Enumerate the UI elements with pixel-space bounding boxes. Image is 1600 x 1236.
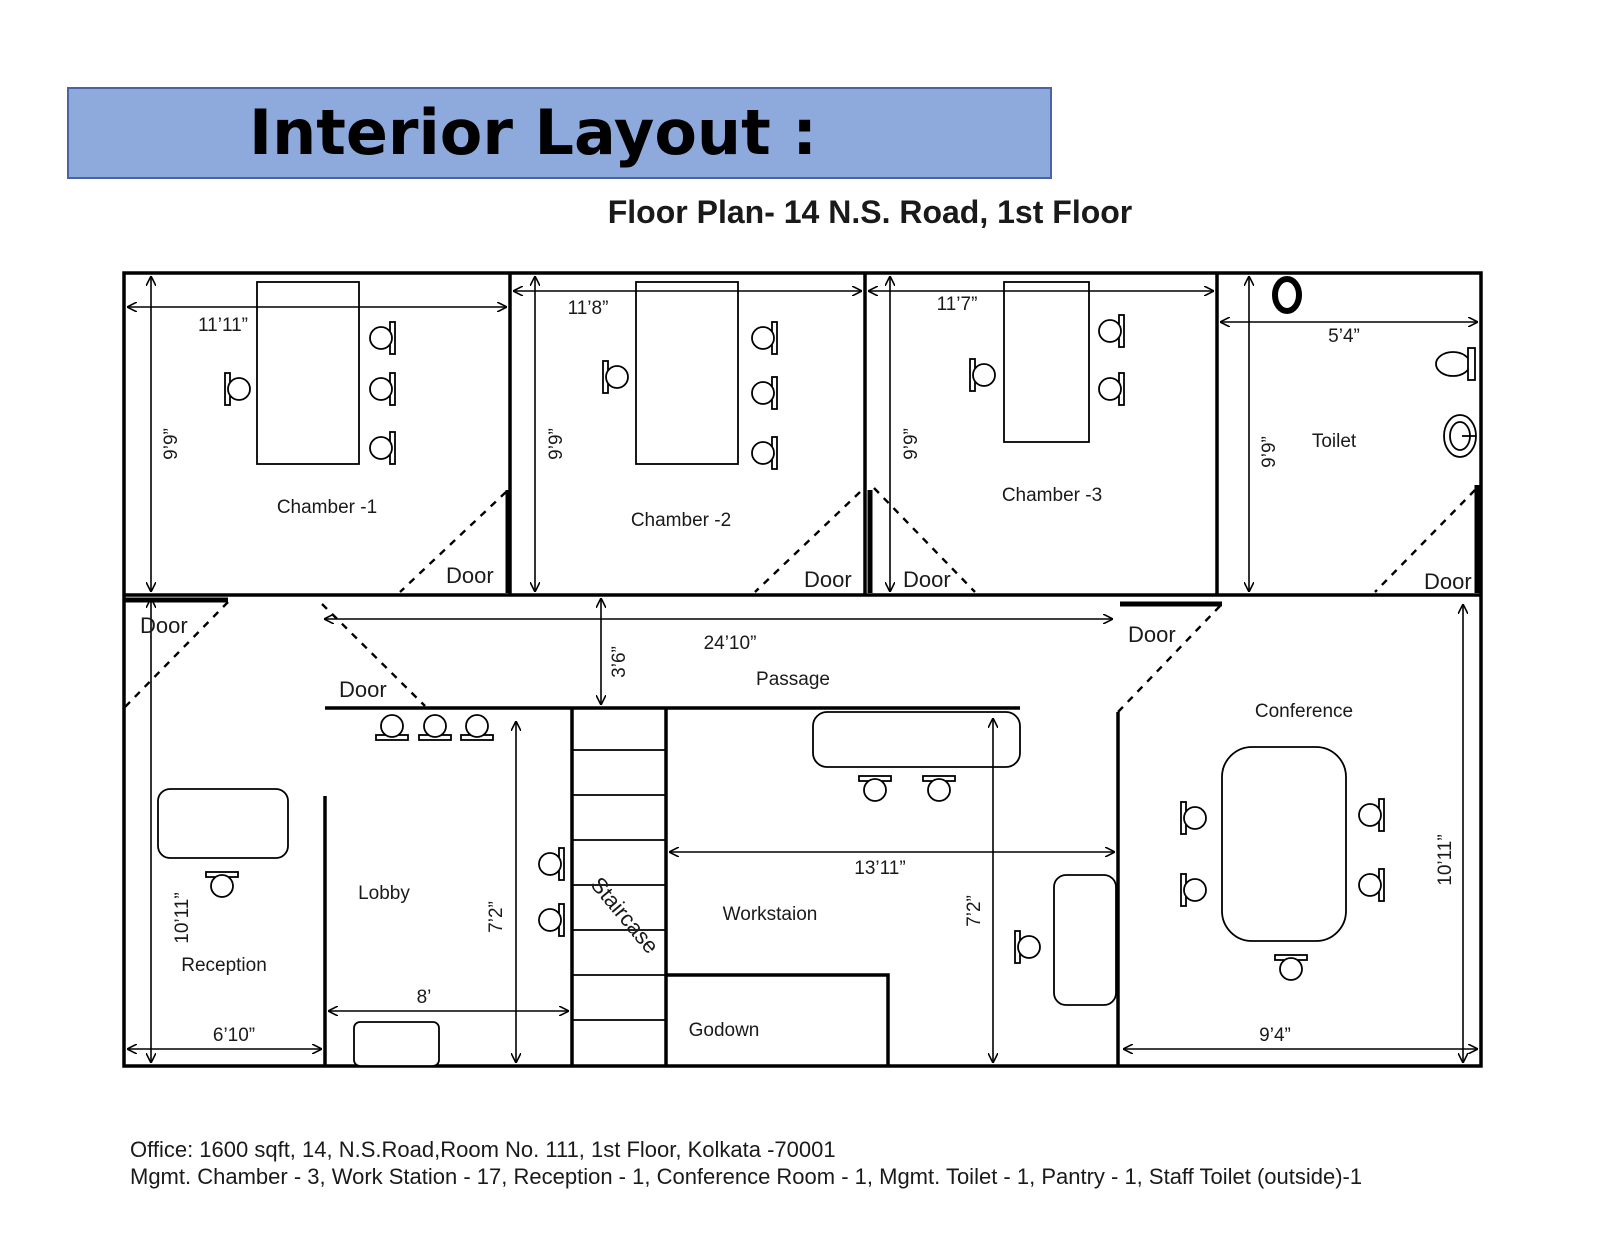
dim-toilet-height: 9’9”	[1259, 436, 1280, 468]
page-title: Interior Layout :	[249, 96, 818, 169]
chamber2-table	[635, 281, 739, 465]
room-label-chamber2: Chamber -2	[631, 510, 731, 531]
toilet-fixtures	[1272, 276, 1477, 458]
toilet-pan-icon	[1272, 276, 1302, 314]
room-label-toilet: Toilet	[1312, 431, 1357, 452]
door-label-reception: Door	[140, 613, 188, 638]
dim-passage-width: 3’6”	[609, 646, 630, 678]
lobby-sofa	[353, 1021, 440, 1067]
door-label-conference: Door	[1128, 622, 1176, 647]
outer-wall	[122, 271, 1483, 1068]
chamber1-table	[256, 281, 360, 465]
wc-icon	[1435, 351, 1471, 377]
door-swings	[123, 487, 1476, 713]
furniture	[157, 281, 1347, 1067]
footer-line-1: Office: 1600 sqft, 14, N.S.Road,Room No.…	[130, 1137, 836, 1162]
room-label-passage: Passage	[756, 669, 830, 690]
room-label-lobby: Lobby	[358, 883, 410, 904]
reception-desk	[157, 788, 289, 859]
dim-conference-height: 10’11”	[1435, 834, 1456, 885]
dim-chamber3-width: 11’7”	[937, 294, 978, 315]
workstation-counter	[812, 711, 1021, 768]
dim-chamber1-width: 11’11”	[198, 315, 248, 336]
conference-table	[1221, 746, 1347, 942]
room-label-godown: Godown	[689, 1020, 760, 1041]
dim-chamber2-height: 9’9”	[546, 428, 567, 460]
dim-chamber3-height: 9’9”	[901, 428, 922, 460]
title-banner: Interior Layout :	[67, 87, 1052, 179]
dim-workstation-height: 7’2”	[964, 895, 985, 927]
dim-lobby-width: 8’	[417, 987, 432, 1008]
dim-chamber1-height: 9’9”	[161, 428, 182, 460]
door-label-toilet: Door	[1424, 569, 1472, 594]
room-label-reception: Reception	[181, 955, 267, 976]
floor-plan-subtitle: Floor Plan- 14 N.S. Road, 1st Floor	[607, 194, 1133, 230]
staircase-treads	[572, 749, 666, 1021]
door-label-lobby: Door	[339, 677, 387, 702]
dim-toilet-width: 5’4”	[1328, 326, 1360, 347]
dim-reception-width: 6’10”	[213, 1025, 255, 1046]
chamber3-table	[1003, 281, 1090, 443]
dim-passage-length: 24’10”	[704, 633, 757, 654]
room-label-chamber1: Chamber -1	[277, 497, 377, 518]
dim-lobby-height: 7’2”	[486, 901, 507, 933]
door-label-chamber3: Door	[903, 567, 951, 592]
wall-godown	[666, 973, 890, 1066]
door-label-chamber1: Door	[446, 563, 494, 588]
dim-conference-width: 9’4”	[1259, 1025, 1291, 1046]
dimension-lines	[128, 277, 1477, 1062]
door-label-chamber2: Door	[804, 567, 852, 592]
chairs	[205, 314, 1385, 981]
dim-reception-height: 10’11”	[172, 892, 193, 943]
footer-line-2: Mgmt. Chamber - 3, Work Station - 17, Re…	[130, 1164, 1363, 1189]
workstation-desk	[1053, 874, 1117, 1006]
room-label-conference: Conference	[1255, 701, 1353, 722]
dim-workstation-width: 13’11”	[854, 858, 905, 879]
room-label-chamber3: Chamber -3	[1002, 485, 1102, 506]
room-label-workstation: Workstaion	[723, 904, 818, 925]
dim-chamber2-width: 11’8”	[568, 298, 609, 319]
